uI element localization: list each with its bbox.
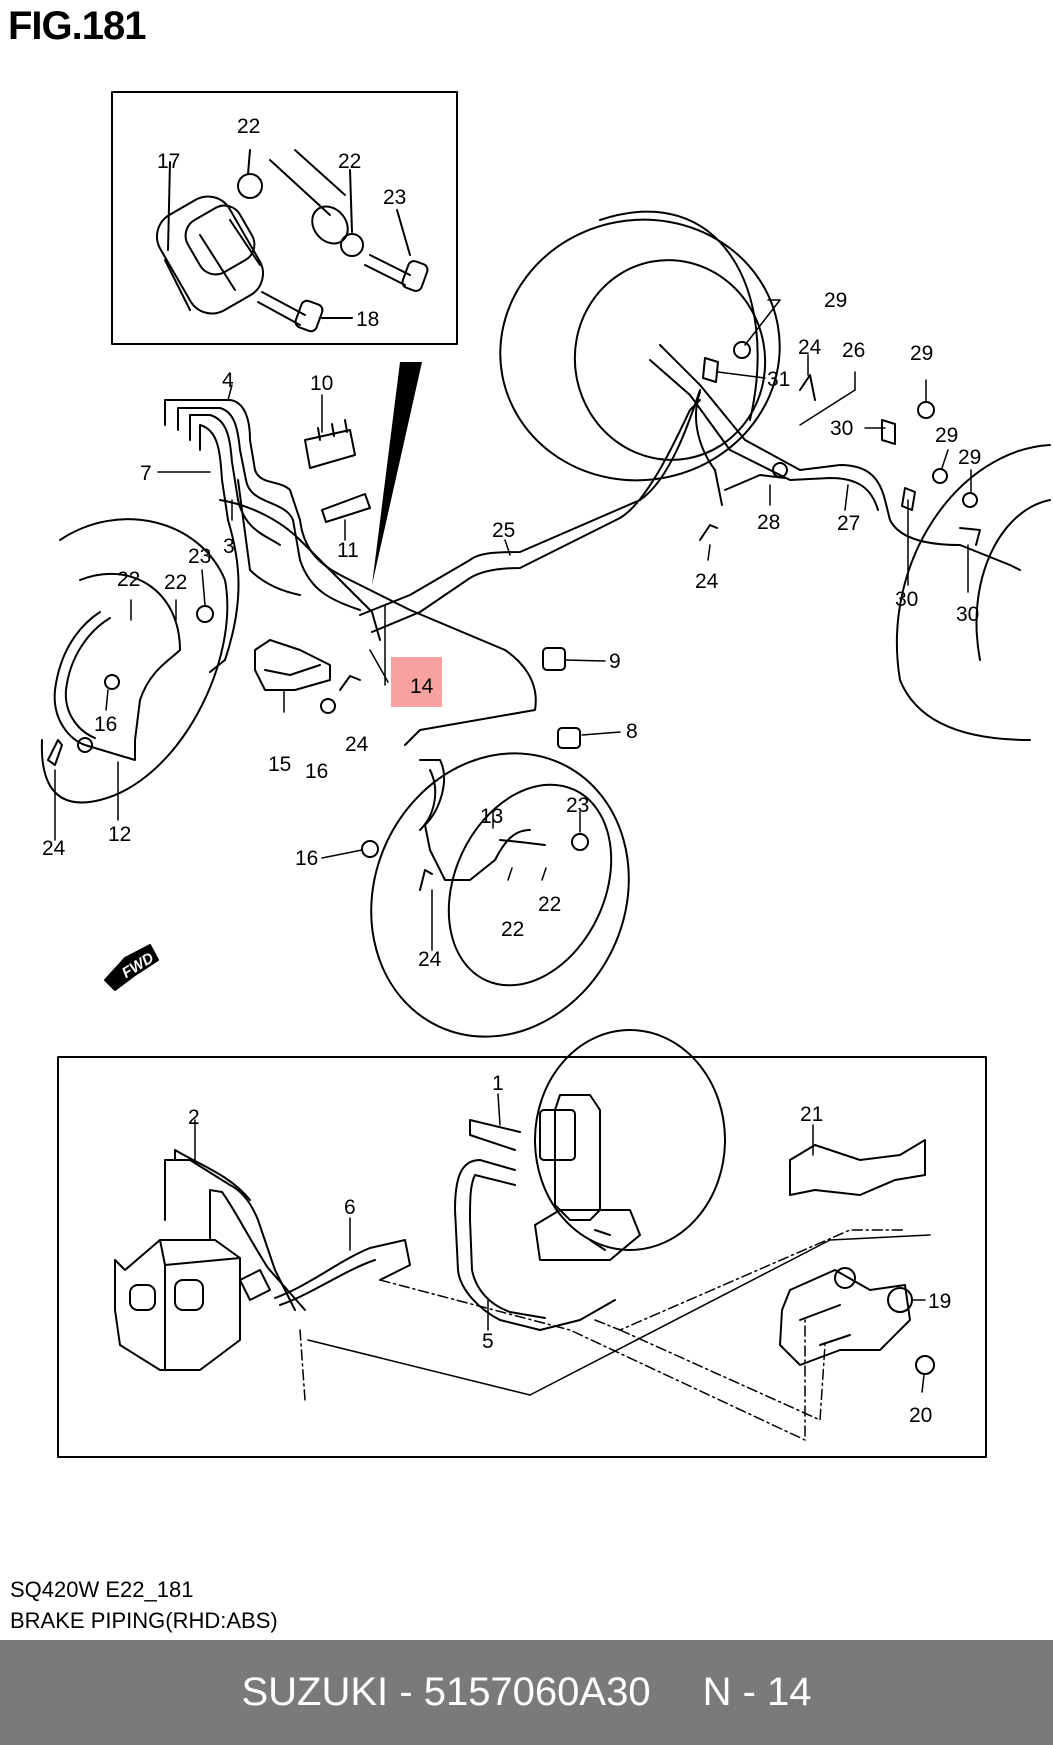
label-3: 3: [223, 535, 235, 558]
bracket-24: [339, 675, 361, 691]
label-20: 20: [909, 1404, 932, 1427]
label-28: 28: [757, 511, 780, 534]
fwd-arrow: [104, 944, 159, 991]
brake-piping-diagram: 22 17 22 23 18 4 10 7 3 11 25 22 22 23 9…: [40, 91, 1051, 1458]
label-30: 30: [895, 588, 918, 611]
model-code: SQ420W E22_181: [10, 1577, 194, 1602]
lower-leader-lines: [194, 1093, 926, 1393]
label-6: 6: [344, 1196, 356, 1219]
front-right-pipe: [419, 759, 546, 881]
rear-wheel: [499, 210, 781, 482]
front-left-wheel: [40, 518, 229, 804]
label-15: 15: [268, 753, 291, 776]
caliper-assembly: [156, 149, 429, 333]
label-22: 22: [538, 893, 561, 916]
label-1: 1: [492, 1072, 504, 1095]
label-31: 31: [767, 368, 790, 391]
label-12: 12: [108, 823, 131, 846]
connector-10: [304, 419, 356, 469]
inset-pointer: [372, 362, 422, 585]
label-24: 24: [42, 837, 66, 860]
bracket-24: [47, 739, 63, 766]
label-29: 29: [935, 424, 958, 447]
label-16: 16: [94, 713, 117, 736]
routing-lines: [299, 1229, 931, 1441]
leader-lines: [54, 299, 972, 951]
bracket-21: [789, 1139, 926, 1196]
clip-8: [557, 727, 581, 749]
abs-inset-frame: [57, 1056, 987, 1458]
front-left-hose: [53, 611, 181, 761]
label-19: 19: [928, 1290, 951, 1313]
bracket-30: [901, 487, 916, 511]
figure-caption: BRAKE PIPING(RHD:ABS): [10, 1608, 278, 1633]
clip-9: [542, 647, 566, 671]
label-23: 23: [566, 794, 589, 817]
label-17: 17: [157, 150, 180, 173]
bracket-24: [699, 524, 718, 541]
footer-reference: N - 14: [702, 1670, 812, 1714]
figure-title: FIG.181: [8, 4, 147, 48]
label-30: 30: [956, 603, 979, 626]
label-2: 2: [188, 1106, 200, 1129]
pipe-5: [454, 1119, 616, 1331]
label-8: 8: [626, 720, 638, 743]
bolts: [104, 341, 978, 858]
pipe-6: [274, 1239, 411, 1306]
label-29: 29: [824, 289, 847, 312]
label-16: 16: [295, 847, 318, 870]
master-cylinder: [534, 1029, 726, 1261]
footer-part-number: SUZUKI - 5157060A30: [241, 1670, 651, 1714]
label-22: 22: [338, 150, 361, 173]
front-right-wheel: [370, 752, 630, 1038]
label-29: 29: [910, 342, 933, 365]
label-18: 18: [356, 308, 379, 331]
bolt-20: [915, 1355, 935, 1375]
label-22: 22: [501, 918, 524, 941]
label-22: 22: [117, 568, 140, 591]
label-30: 30: [830, 417, 853, 440]
bracket-15: [254, 639, 331, 691]
label-24: 24: [345, 733, 369, 756]
label-23: 23: [383, 186, 406, 209]
pipe-2: [164, 1149, 306, 1311]
caliper-inset-frame: [111, 91, 458, 345]
bracket-24: [419, 869, 433, 891]
label-22: 22: [164, 571, 187, 594]
callout-labels: 22 17 22 23 18 4 10 7 3 11 25 22 22 23 9…: [42, 115, 981, 1427]
label-29: 29: [958, 446, 981, 469]
clip-11: [321, 493, 371, 523]
abs-unit: [114, 1239, 271, 1371]
label-11: 11: [337, 539, 359, 562]
label-25: 25: [492, 519, 515, 542]
brake-pipe-bundle: [164, 389, 701, 746]
label-22: 22: [237, 115, 260, 138]
label-24: 24: [798, 336, 822, 359]
label-24: 24: [418, 948, 442, 971]
label-7: 7: [140, 462, 152, 485]
label-21: 21: [800, 1103, 823, 1126]
label-27: 27: [837, 512, 860, 535]
bracket-30: [959, 527, 981, 546]
label-9: 9: [609, 650, 621, 673]
bracket-30: [881, 419, 896, 445]
label-26: 26: [842, 339, 865, 362]
label-16: 16: [305, 760, 328, 783]
highlight-box: [391, 657, 442, 707]
right-wheel: [895, 444, 1051, 741]
bracket-24: [799, 374, 816, 401]
label-5: 5: [482, 1330, 494, 1353]
label-23: 23: [188, 545, 211, 568]
label-14: 14: [410, 675, 434, 698]
part-footer: SUZUKI - 5157060A30 N - 14: [0, 1640, 1053, 1745]
label-24: 24: [695, 570, 719, 593]
label-4: 4: [222, 369, 234, 392]
proportioning-valve: [779, 1267, 913, 1366]
bracket-31: [702, 357, 719, 383]
label-13: 13: [480, 805, 503, 828]
label-10: 10: [310, 372, 333, 395]
